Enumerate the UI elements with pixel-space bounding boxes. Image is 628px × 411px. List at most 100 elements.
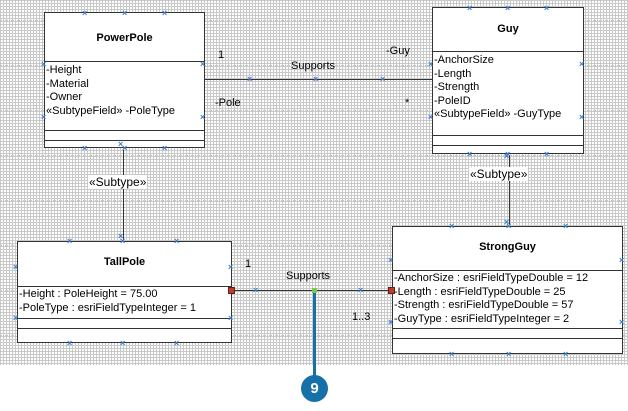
selection-handle[interactable]: × — [67, 236, 73, 246]
attribute: -Height — [46, 64, 82, 76]
selection-handle[interactable]: × — [504, 217, 510, 227]
attribute: «SubtypeField» -GuyType — [434, 108, 562, 120]
selection-handle[interactable]: × — [380, 74, 386, 84]
grid-line — [0, 155, 628, 156]
divider — [393, 328, 622, 329]
grid-line — [360, 0, 361, 365]
multiplicity-label: * — [405, 97, 410, 109]
grid-line — [495, 0, 496, 365]
selection-handle[interactable]: × — [162, 143, 168, 153]
attribute: -PoleType : esriFieldTypeInteger = 1 — [19, 301, 197, 314]
class-strongguy[interactable]: StrongGuy -AnchorSize : esriFieldTypeDou… — [392, 226, 623, 354]
selection-handle[interactable]: × — [247, 74, 253, 84]
divider — [393, 270, 622, 271]
divider — [433, 145, 583, 146]
stereotype-label: «Subtype» — [469, 167, 529, 181]
attribute: -GuyType : esriFieldTypeInteger = 2 — [394, 312, 570, 325]
grid-line — [0, 200, 628, 201]
selection-handle[interactable]: × — [174, 338, 180, 348]
line-endpoint-handle-left[interactable] — [228, 287, 235, 294]
grid-line — [45, 0, 46, 365]
class-powerpole[interactable]: PowerPole -Height -Material -Owner «Subt… — [44, 12, 205, 148]
selection-handle[interactable]: × — [200, 112, 206, 122]
selection-handle[interactable]: × — [504, 151, 510, 161]
selection-handle[interactable]: × — [544, 149, 550, 159]
selection-handle[interactable]: × — [120, 338, 126, 348]
selection-handle[interactable]: × — [506, 349, 512, 359]
selection-handle[interactable]: × — [41, 59, 47, 69]
selection-handle[interactable]: × — [200, 59, 206, 69]
attribute-list: -Height : PoleHeight = 75.00 -PoleType :… — [19, 288, 196, 315]
attribute-list: -AnchorSize -Length -Strength -PoleID «S… — [434, 54, 561, 122]
association-label: Supports — [291, 60, 336, 72]
line-midpoint-handle[interactable] — [312, 288, 317, 293]
subtype-line-left[interactable] — [123, 150, 124, 240]
selection-handle[interactable]: × — [162, 8, 168, 18]
association-line-top[interactable] — [204, 79, 432, 80]
attribute-list: -AnchorSize : esriFieldTypeDouble = 12 -… — [394, 272, 588, 326]
selection-handle[interactable]: × — [118, 139, 124, 149]
callout-pointer — [313, 293, 316, 376]
grid-line — [450, 0, 451, 365]
selection-handle[interactable]: × — [118, 231, 124, 241]
selection-handle[interactable]: × — [358, 285, 364, 295]
selection-handle[interactable]: × — [428, 59, 434, 69]
selection-handle[interactable]: × — [122, 143, 128, 153]
selection-handle[interactable]: × — [563, 349, 569, 359]
selection-handle[interactable]: × — [506, 221, 512, 231]
selection-handle[interactable]: × — [174, 236, 180, 246]
grid-line — [0, 110, 628, 111]
selection-handle[interactable]: × — [388, 317, 394, 327]
callout-number-badge: 9 — [301, 375, 328, 402]
attribute: -Material — [46, 77, 89, 90]
attribute: -Strength — [434, 81, 480, 93]
selection-handle[interactable]: × — [388, 255, 394, 265]
selection-handle[interactable]: × — [579, 112, 585, 122]
selection-handle[interactable]: × — [619, 317, 625, 327]
selection-handle[interactable]: × — [253, 285, 259, 295]
selection-handle[interactable]: × — [449, 349, 455, 359]
selection-handle[interactable]: × — [544, 3, 550, 13]
class-name: StrongGuy — [479, 241, 536, 253]
selection-handle[interactable]: × — [13, 262, 19, 272]
selection-handle[interactable]: × — [467, 3, 473, 13]
class-tallpole[interactable]: TallPole -Height : PoleHeight = 75.00 -P… — [17, 241, 232, 343]
selection-handle[interactable]: × — [41, 112, 47, 122]
selection-handle[interactable]: × — [563, 221, 569, 231]
selection-handle[interactable]: × — [428, 112, 434, 122]
association-label: Supports — [286, 270, 331, 282]
selection-handle[interactable]: × — [228, 313, 234, 323]
divider — [45, 140, 204, 141]
attribute: -AnchorSize : esriFieldTypeDouble = 12 — [394, 272, 589, 284]
selection-handle[interactable]: × — [82, 143, 88, 153]
selection-handle[interactable]: × — [505, 149, 511, 159]
line-endpoint-handle-right[interactable] — [388, 287, 395, 294]
class-guy[interactable]: Guy -AnchorSize -Length -Strength -PoleI… — [432, 7, 584, 154]
attribute: -PoleID — [434, 94, 471, 107]
attribute: -AnchorSize — [434, 54, 494, 66]
selection-handle[interactable]: × — [313, 74, 319, 84]
multiplicity-label: 1..3 — [352, 311, 371, 323]
selection-handle[interactable]: × — [228, 262, 234, 272]
attribute: -Strength : esriFieldTypeDouble = 57 — [394, 299, 574, 311]
selection-handle[interactable]: × — [467, 149, 473, 159]
selection-handle[interactable]: × — [505, 3, 511, 13]
selection-handle[interactable]: × — [13, 313, 19, 323]
selection-handle[interactable]: × — [120, 236, 126, 246]
role-label: -Guy — [386, 45, 410, 57]
grid-line — [0, 65, 628, 66]
selection-handle[interactable]: × — [122, 8, 128, 18]
subtype-line-right[interactable] — [509, 155, 510, 225]
divider — [45, 61, 204, 62]
class-name: TallPole — [103, 256, 146, 268]
grid-line — [270, 0, 271, 365]
attribute: -Length — [434, 67, 472, 80]
role-label: -Pole — [215, 97, 241, 109]
selection-handle[interactable]: × — [619, 255, 625, 265]
selection-handle[interactable]: × — [67, 338, 73, 348]
selection-handle[interactable]: × — [449, 221, 455, 231]
selection-handle[interactable]: × — [82, 8, 88, 18]
grid-line — [180, 0, 181, 365]
selection-handle[interactable]: × — [579, 59, 585, 69]
grid-line — [585, 0, 586, 365]
